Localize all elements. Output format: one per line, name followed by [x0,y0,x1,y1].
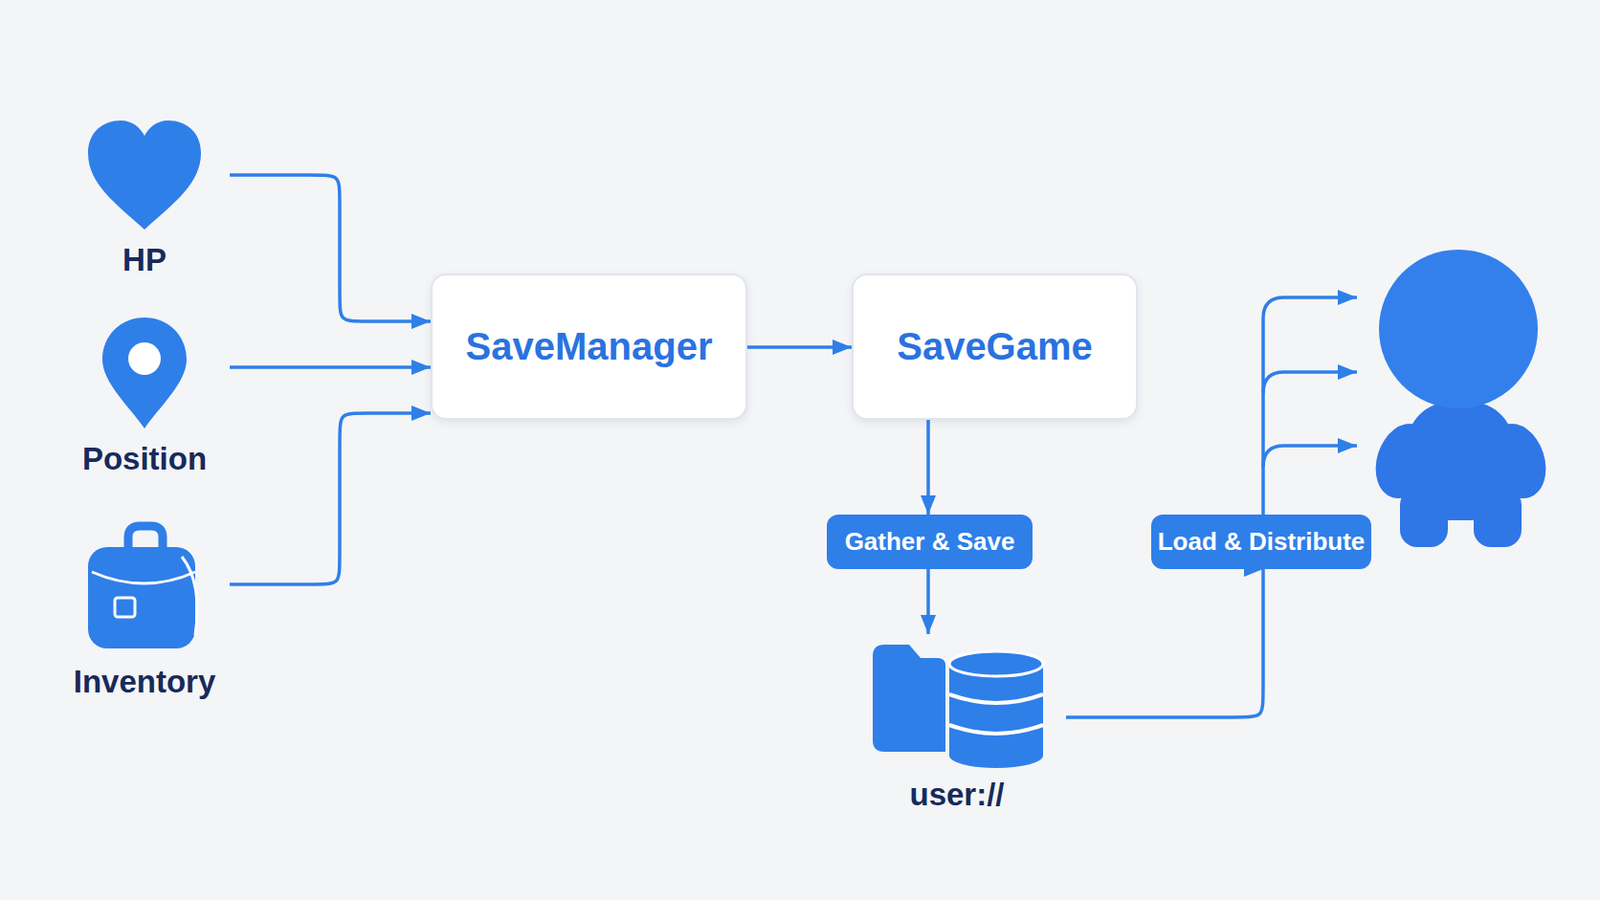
node-label: Gather & Save [844,527,1016,557]
process-box: SaveGame [851,273,1138,421]
storage-node: user:// [847,634,1067,815]
bag-icon [88,526,198,649]
data-source: HP [59,114,230,280]
node-label: user:// [909,776,1004,815]
process-box: SaveManager [430,273,748,421]
flow-arrow [229,175,431,322]
distribution-lines [1263,297,1357,515]
flow-arrow [747,345,852,350]
node-label: Load & Distribute [1157,527,1366,557]
location-pin-icon [102,317,187,429]
storage-icon [872,644,1044,769]
node-label: Position [82,440,207,479]
node-label: SaveManager [466,325,713,369]
flow-arrow [229,413,431,585]
action-pill: Load & Distribute [1151,514,1372,570]
flow-arrow [229,365,431,370]
data-source: Position [59,315,230,479]
node-label: Inventory [73,663,217,702]
heart-icon [88,120,201,230]
character-figure [1366,249,1556,548]
flow-arrow [1066,569,1264,718]
flow-arrow [926,420,931,515]
flow-arrow [926,569,931,635]
data-source: Inventory [59,521,230,702]
node-label: HP [122,241,167,280]
node-label: SaveGame [896,325,1093,369]
action-pill: Gather & Save [826,514,1033,570]
